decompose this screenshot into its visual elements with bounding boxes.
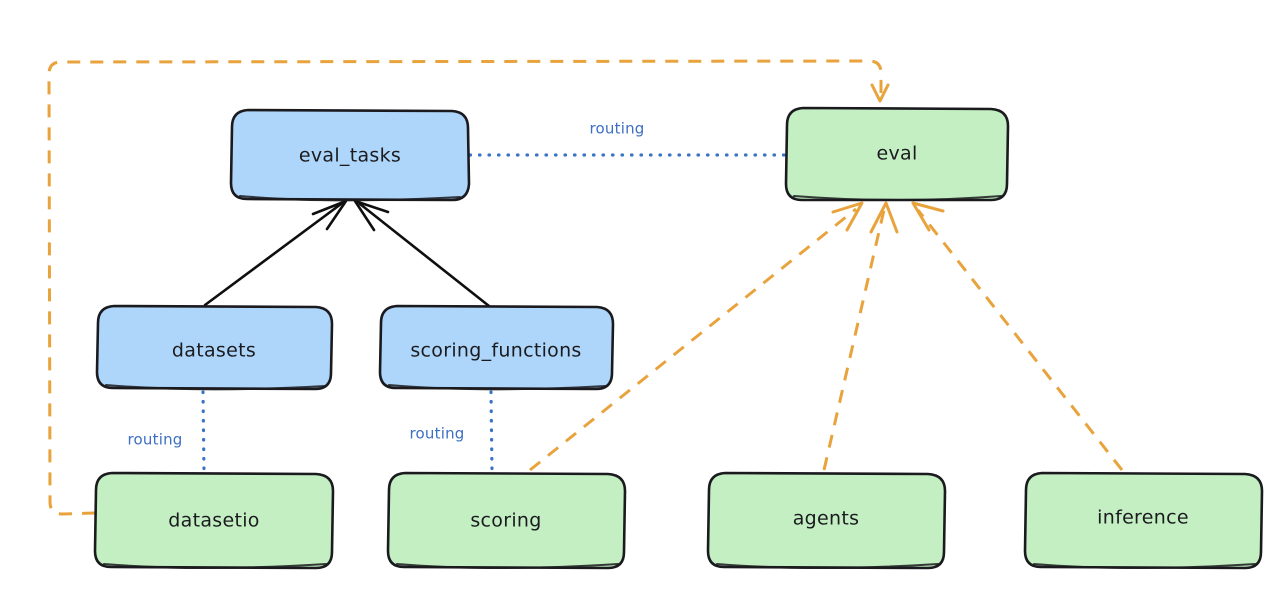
edge-datasets-to-eval_tasks <box>203 199 348 307</box>
edge-label-routing-eval_tasks-eval: routing <box>590 120 645 138</box>
edge-datasets-to-datasetio <box>201 390 206 473</box>
node-eval[interactable]: eval <box>784 106 1010 202</box>
edge-label-routing-datasets-datasetio: routing <box>128 431 183 449</box>
node-datasets[interactable]: datasets <box>95 304 334 391</box>
edge-scoring_functions-to-eval_tasks <box>353 199 491 308</box>
edge-labels-layer: routing routing routing <box>128 120 645 449</box>
edge-datasetio-to-eval <box>47 59 890 516</box>
node-label-eval: eval <box>876 143 917 165</box>
node-inference[interactable]: inference <box>1023 471 1264 570</box>
edge-scoring_functions-to-scoring <box>489 390 494 473</box>
node-label-scoring: scoring <box>470 510 541 532</box>
edge-inference-to-eval <box>911 201 1124 471</box>
node-label-agents: agents <box>793 508 860 530</box>
nodes-layer: eval_tasks eval datasets scoring_functio… <box>93 106 1264 570</box>
edges-layer <box>47 59 1124 516</box>
node-label-scoring_functions: scoring_functions <box>410 340 581 362</box>
edge-label-routing-scoring_functions-scoring: routing <box>410 425 465 443</box>
edge-agents-to-eval <box>822 201 899 471</box>
node-label-inference: inference <box>1097 507 1189 529</box>
edge-scoring-to-eval <box>529 201 864 472</box>
node-agents[interactable]: agents <box>706 471 947 570</box>
node-scoring[interactable]: scoring <box>386 471 627 570</box>
node-label-datasetio: datasetio <box>168 510 259 532</box>
node-scoring_functions[interactable]: scoring_functions <box>378 304 615 391</box>
node-label-datasets: datasets <box>172 340 256 362</box>
node-label-eval_tasks: eval_tasks <box>299 145 401 167</box>
node-eval_tasks[interactable]: eval_tasks <box>229 108 471 202</box>
node-datasetio[interactable]: datasetio <box>93 471 335 570</box>
